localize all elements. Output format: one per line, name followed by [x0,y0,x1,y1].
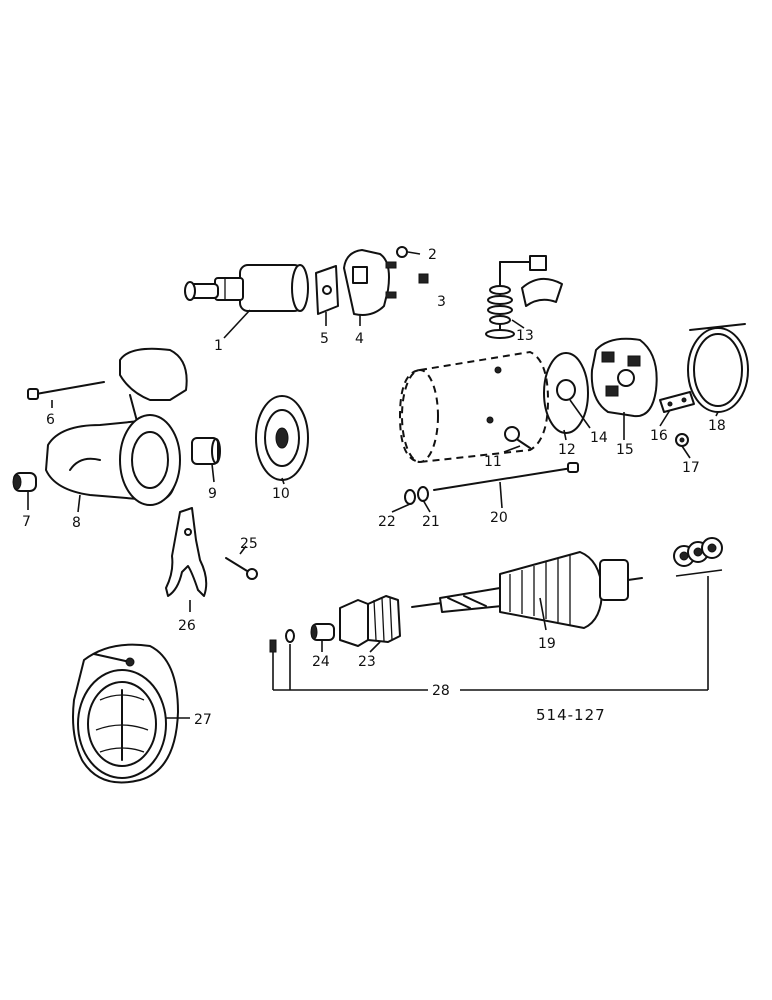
center-bearing-plate-part [255,395,309,481]
figure-code: 514-127 [536,706,606,724]
callout-14: 14 [590,430,608,446]
callout-4: 4 [355,331,364,347]
callout-19: 19 [538,636,556,652]
field-frame-outline [398,350,550,464]
callout-15: 15 [616,442,634,458]
callout-27: 27 [194,712,212,728]
solenoid-plunger-part [184,264,309,312]
thrust-washer-set-part [673,537,723,567]
solenoid-gasket-part [315,265,339,315]
collar-part [310,623,335,641]
callout-18: 18 [708,418,726,434]
callout-3: 3 [437,294,446,310]
shift-lever-part [165,507,208,597]
drive-pinion-part [339,595,401,647]
callout-16: 16 [650,428,668,444]
through-bolt-part [27,381,105,400]
callout-22: 22 [378,514,396,530]
pivot-bolt-part [225,557,258,580]
callout-8: 8 [72,515,81,531]
callout-28: 28 [432,683,450,699]
callout-12: 12 [558,442,576,458]
brush-holder-end-frame-part [590,337,658,418]
o-ring-part [404,489,416,505]
field-screw-part [504,426,531,449]
solenoid-cap-part [343,249,397,316]
callout-6: 6 [46,412,55,428]
drive-end-housing-part [45,347,188,506]
callout-23: 23 [358,654,376,670]
callout-1: 1 [214,338,223,354]
cover-band-part [687,323,749,413]
snap-ring-part [285,629,295,643]
callout-25: 25 [240,536,258,552]
retaining-pin-part [269,639,277,653]
armature-part [411,551,643,629]
commutator-bushing-part [556,379,576,401]
callout-5: 5 [320,331,329,347]
callout-10: 10 [272,486,290,502]
callout-13: 13 [516,328,534,344]
leader-lines [27,251,723,719]
terminal-link-part [659,391,695,413]
callout-11: 11 [484,454,502,470]
callout-24: 24 [312,654,330,670]
terminal-nut-part [396,246,408,258]
callout-26: 26 [178,618,196,634]
hex-nut-part [418,273,429,284]
end-gasket-part [543,352,589,434]
callout-21: 21 [422,514,440,530]
callout-labels: 1 2 3 4 5 6 7 8 9 10 11 12 13 14 15 16 1… [22,247,726,728]
long-rod-part [433,462,579,491]
callout-7: 7 [22,514,31,530]
callout-9: 9 [208,486,217,502]
callout-2: 2 [428,247,437,263]
field-coil-housing-part [72,643,179,784]
brush-spring-assembly-part [485,255,563,339]
lock-washer-part [417,486,429,502]
bushing-part [12,472,37,492]
sleeve-part [191,437,221,465]
callout-17: 17 [682,460,700,476]
lock-nut-part [675,433,689,447]
callout-20: 20 [490,510,508,526]
